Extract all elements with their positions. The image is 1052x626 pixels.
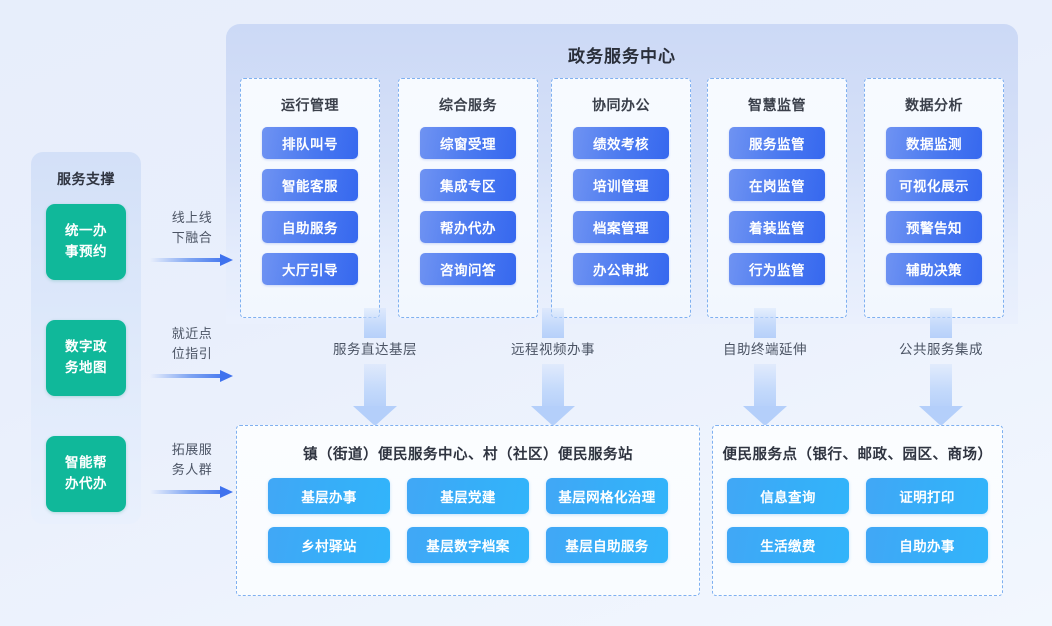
- sidebar-item-digital-map[interactable]: 数字政 务地图: [46, 320, 126, 396]
- flow-connector-self-service-terminal: 自助终端延伸: [700, 308, 830, 426]
- service-button-list: 服务监管在岗监管着装监管行为监管: [708, 127, 846, 285]
- arrow-right-icon: [150, 254, 234, 266]
- flow-connector-direct-to-grassroots: 服务直达基层: [310, 308, 440, 426]
- service-button[interactable]: 证明打印: [866, 478, 988, 514]
- flow-label-line2: 下融合: [171, 229, 213, 245]
- flow-label-line2: 务人群: [171, 461, 213, 477]
- service-button[interactable]: 咨询问答: [420, 253, 516, 285]
- flow-connector-expand-population: 拓展服 务人群: [150, 440, 234, 498]
- sidebar-item-label-line1: 智能帮: [65, 455, 107, 471]
- flow-label: 服务直达基层: [333, 342, 417, 357]
- service-button[interactable]: 在岗监管: [729, 169, 825, 201]
- flow-label: 自助终端延伸: [723, 342, 807, 357]
- service-button[interactable]: 服务监管: [729, 127, 825, 159]
- page-title: 政务服务中心: [568, 47, 676, 66]
- arrow-down-stub-icon: [919, 308, 963, 338]
- arrow-down-stub-icon: [353, 308, 397, 338]
- arrow-down-icon: [353, 364, 397, 426]
- sidebar-item-unified-appointment[interactable]: 统一办 事预约: [46, 204, 126, 280]
- flow-label: 线上线 下融合: [150, 208, 234, 247]
- service-column: 智慧监管服务监管在岗监管着装监管行为监管: [707, 78, 847, 318]
- sidebar-item-label-line1: 数字政: [65, 339, 107, 355]
- service-column-title: 综合服务: [439, 97, 497, 113]
- flow-label: 拓展服 务人群: [150, 440, 234, 479]
- panel-title: 镇（街道）便民服务中心、村（社区）便民服务站: [303, 447, 633, 463]
- service-button-list: 综窗受理集成专区帮办代办咨询问答: [399, 127, 537, 285]
- service-column-title: 协同办公: [592, 97, 650, 113]
- service-button[interactable]: 生活缴费: [727, 527, 849, 563]
- sidebar-item-smart-assistance[interactable]: 智能帮 办代办: [46, 436, 126, 512]
- service-button[interactable]: 排队叫号: [262, 127, 358, 159]
- flow-label: 就近点 位指引: [150, 324, 234, 363]
- service-button[interactable]: 集成专区: [420, 169, 516, 201]
- service-button[interactable]: 大厅引导: [262, 253, 358, 285]
- service-button-grid: 信息查询证明打印生活缴费自助办事: [713, 478, 1002, 563]
- service-support-sidebar: 服务支撑 统一办 事预约 数字政 务地图 智能帮 办代办: [31, 152, 141, 524]
- arrow-down-icon: [531, 364, 575, 426]
- panel-title: 便民服务点（银行、邮政、园区、商场）: [722, 447, 993, 463]
- service-button[interactable]: 行为监管: [729, 253, 825, 285]
- service-button[interactable]: 基层自助服务: [546, 527, 668, 563]
- service-button[interactable]: 档案管理: [573, 211, 669, 243]
- flow-label-line1: 线上线: [171, 210, 213, 225]
- arrow-right-icon: [150, 370, 234, 382]
- service-button[interactable]: 基层数字档案: [407, 527, 529, 563]
- sidebar-item-label-line2: 事预约: [65, 244, 107, 259]
- service-column: 数据分析数据监测可视化展示预警告知辅助决策: [864, 78, 1004, 318]
- sidebar-item-label-line2: 办代办: [65, 476, 107, 491]
- service-button[interactable]: 可视化展示: [886, 169, 982, 201]
- arrow-down-icon: [743, 364, 787, 426]
- service-column-title: 数据分析: [905, 97, 963, 113]
- flow-connector-nearby-guidance: 就近点 位指引: [150, 324, 234, 382]
- service-column: 协同办公绩效考核培训管理档案管理办公审批: [551, 78, 691, 318]
- flow-label: 公共服务集成: [899, 342, 983, 357]
- service-button[interactable]: 乡村驿站: [268, 527, 390, 563]
- flow-connector-online-offline: 线上线 下融合: [150, 208, 234, 266]
- service-column-title: 智慧监管: [748, 97, 806, 113]
- service-button[interactable]: 绩效考核: [573, 127, 669, 159]
- service-button[interactable]: 数据监测: [886, 127, 982, 159]
- service-button[interactable]: 预警告知: [886, 211, 982, 243]
- service-column-title: 运行管理: [281, 97, 339, 113]
- arrow-down-stub-icon: [743, 308, 787, 338]
- service-button[interactable]: 帮办代办: [420, 211, 516, 243]
- flow-connector-remote-video: 远程视频办事: [488, 308, 618, 426]
- service-column: 运行管理排队叫号智能客服自助服务大厅引导: [240, 78, 380, 318]
- service-button-list: 绩效考核培训管理档案管理办公审批: [552, 127, 690, 285]
- township-service-center-panel: 镇（街道）便民服务中心、村（社区）便民服务站 基层办事基层党建基层网格化治理乡村…: [236, 425, 700, 596]
- arrow-right-icon: [150, 486, 234, 498]
- service-button-list: 数据监测可视化展示预警告知辅助决策: [865, 127, 1003, 285]
- service-button[interactable]: 培训管理: [573, 169, 669, 201]
- flow-label-line1: 就近点: [171, 326, 213, 341]
- flow-connector-public-service-integration: 公共服务集成: [876, 308, 1006, 426]
- flow-label-line1: 拓展服: [171, 442, 213, 457]
- convenience-service-point-panel: 便民服务点（银行、邮政、园区、商场） 信息查询证明打印生活缴费自助办事: [712, 425, 1003, 596]
- service-button[interactable]: 信息查询: [727, 478, 849, 514]
- service-button[interactable]: 智能客服: [262, 169, 358, 201]
- service-column: 综合服务综窗受理集成专区帮办代办咨询问答: [398, 78, 538, 318]
- arrow-down-icon: [919, 364, 963, 426]
- service-button[interactable]: 辅助决策: [886, 253, 982, 285]
- flow-label-line2: 位指引: [171, 345, 213, 361]
- sidebar-item-label-line1: 统一办: [65, 223, 107, 239]
- service-button[interactable]: 着装监管: [729, 211, 825, 243]
- service-button[interactable]: 综窗受理: [420, 127, 516, 159]
- service-button[interactable]: 基层办事: [268, 478, 390, 514]
- service-button[interactable]: 基层党建: [407, 478, 529, 514]
- service-button[interactable]: 自助办事: [866, 527, 988, 563]
- service-button-list: 排队叫号智能客服自助服务大厅引导: [241, 127, 379, 285]
- service-button[interactable]: 自助服务: [262, 211, 358, 243]
- arrow-down-stub-icon: [531, 308, 575, 338]
- service-button[interactable]: 基层网格化治理: [546, 478, 668, 514]
- sidebar-title: 服务支撑: [57, 171, 115, 187]
- sidebar-item-label-line2: 务地图: [65, 360, 107, 375]
- service-button-grid: 基层办事基层党建基层网格化治理乡村驿站基层数字档案基层自助服务: [237, 478, 699, 563]
- flow-label: 远程视频办事: [511, 342, 595, 357]
- service-button[interactable]: 办公审批: [573, 253, 669, 285]
